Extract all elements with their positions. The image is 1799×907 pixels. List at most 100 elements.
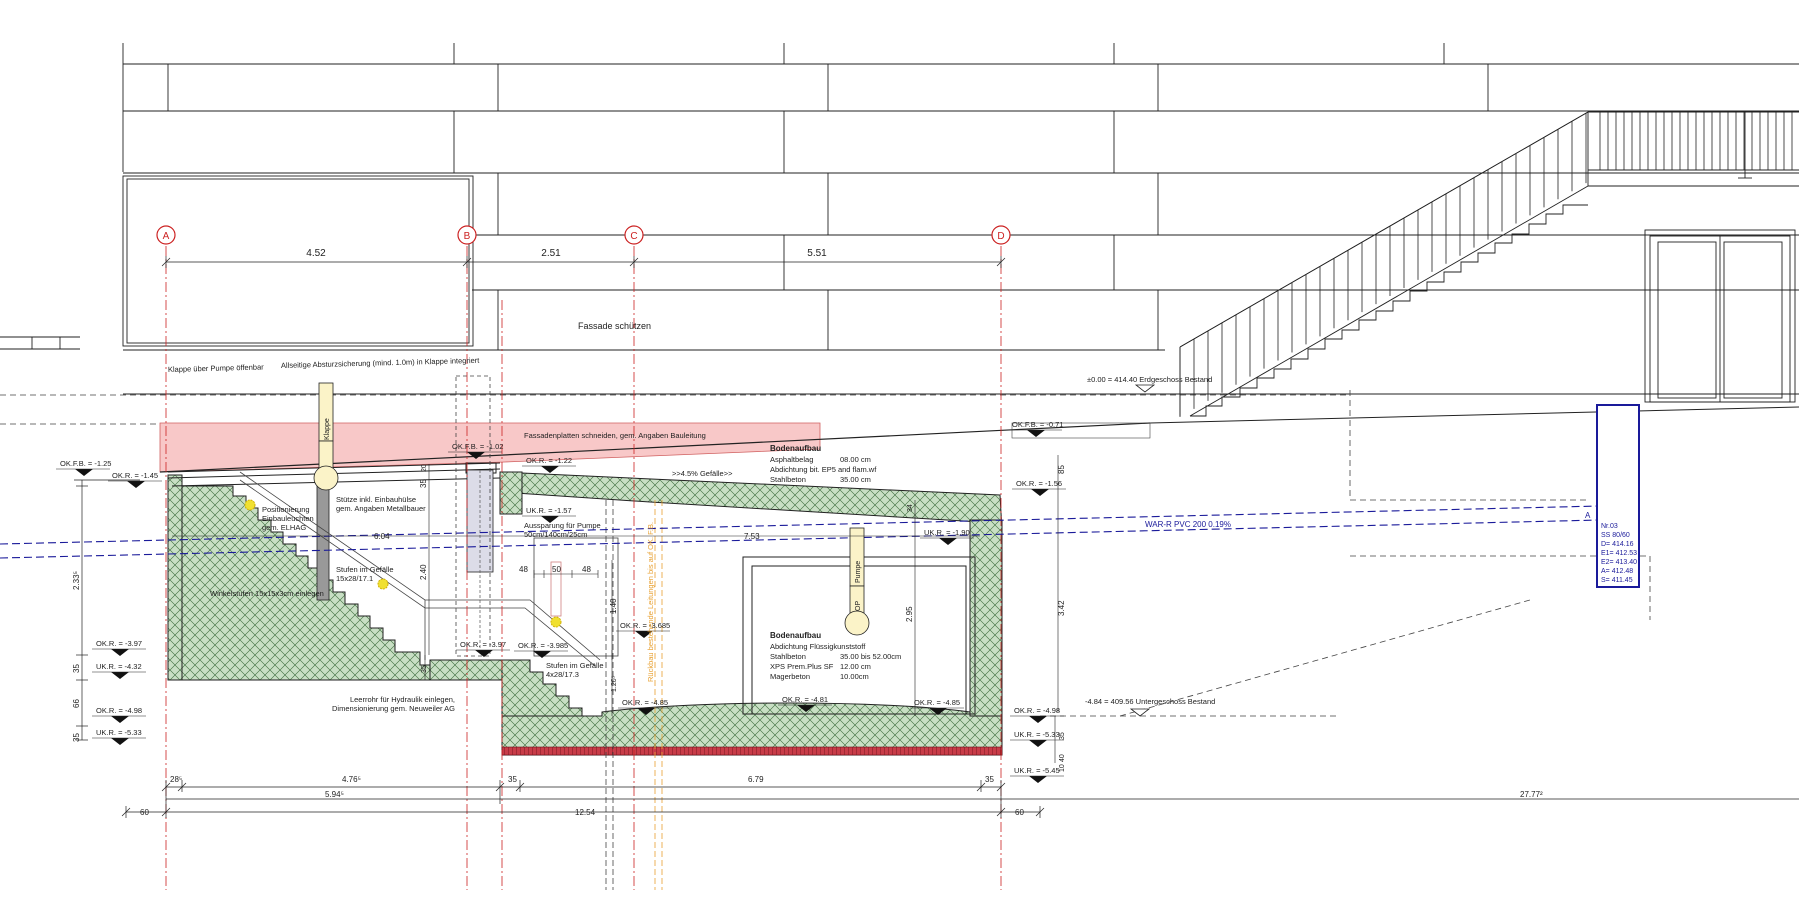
note-absturz: Allseitige Absturzsicherung (mind. 1.0m)… — [281, 356, 481, 370]
level-triangle — [111, 649, 129, 656]
bodenaufbau-layer: Abdichtung Flüssigkunststoff — [770, 642, 866, 651]
note-line: 50cm/140cm/25cm — [524, 530, 587, 539]
level-triangle — [1029, 716, 1047, 723]
level-label: OK.R. = -4.81 — [782, 695, 828, 704]
pump-column — [455, 375, 494, 657]
dimension-ab: 4.52 — [306, 248, 326, 259]
level-triangle — [541, 466, 559, 473]
dim-s35: 35 — [421, 665, 428, 673]
level-label: OK.R. = -3.97 — [460, 640, 506, 649]
note-line: gem. Angaben Metallbauer — [336, 504, 426, 513]
note-fassadenplatten: Fassadenplatten schneiden, gem. Angaben … — [524, 431, 706, 440]
note-winkelstufen: Winkelstufen 15x15x3cm einlegen — [210, 589, 324, 598]
level-triangle — [797, 705, 815, 712]
level-label: OK.F.B. = -0.71 — [1012, 420, 1063, 429]
dim-20: 20 — [421, 464, 428, 472]
dim-bottom-2777: 27.77² — [1520, 790, 1543, 799]
level-triangle — [533, 651, 551, 658]
level-triangle — [111, 716, 129, 723]
top-dimension-chain — [161, 256, 1006, 268]
bodenaufbau-layer: Stahlbeton — [770, 475, 806, 484]
note-untergeschoss: -4.84 = 409.56 Untergeschoss Bestand — [1085, 697, 1215, 706]
note-fassade: Fassade schützen — [578, 321, 651, 331]
level-triangle — [111, 672, 129, 679]
bodenaufbau-layer: Magerbeton — [770, 672, 810, 681]
level-triangle — [1134, 384, 1156, 393]
bottom-dimension-chains — [121, 780, 1799, 818]
bodenaufbau-layer: Asphaltbelag — [770, 455, 813, 464]
note-line: 4x28/17.3 — [546, 670, 579, 679]
ground-line-right — [1149, 406, 1799, 424]
pumpe-op-label: OP — [855, 601, 862, 611]
dim-35-top: 35 — [419, 479, 428, 488]
level-label: OK.F.B. = -1.02 — [452, 442, 503, 451]
level-triangle — [467, 452, 485, 459]
manhole-line: SS 80/60 — [1601, 532, 1630, 539]
level-label: OK.R. = -3.985 — [518, 641, 568, 650]
dim-bottom-28: 28⁵ — [170, 775, 182, 784]
bodenaufbau-layer: XPS Prem.Plus SF — [770, 662, 834, 671]
dim-48a: 48 — [519, 565, 528, 574]
level-triangle — [475, 650, 493, 657]
exterior-stair — [1179, 111, 1799, 417]
level-triangle — [1031, 489, 1049, 496]
bodenaufbau-layer: Abdichtung bit. EP5 and flam.wf — [770, 465, 877, 474]
dimension-cd: 5.51 — [807, 248, 827, 259]
dim-50: 50 — [552, 565, 561, 574]
level-triangle — [75, 469, 93, 476]
pumpe-tag[interactable]: Pumpe OP — [844, 527, 870, 636]
note-line: Stütze inkl. Einbauhülse — [336, 495, 416, 504]
dim-604: 6.04 — [374, 532, 390, 541]
level-triangle — [127, 481, 145, 488]
stair-railing — [1179, 111, 1793, 417]
note-line: Einbauleuchten — [262, 514, 314, 523]
axis-marker-a[interactable]: A — [156, 225, 176, 245]
bodenaufbau-title: Bodenaufbau — [770, 631, 821, 640]
axis-marker-c[interactable]: C — [624, 225, 644, 245]
dim-295: 2.95 — [905, 606, 914, 622]
level-label: UK.R. = -5.45 — [1014, 766, 1060, 775]
klappe-tag-label: Klappe — [324, 418, 331, 440]
left-vertical-dimensions — [74, 479, 140, 741]
note-line: gem. ELHAG — [262, 523, 306, 532]
level-triangle — [1029, 776, 1047, 783]
insulation-layer — [501, 746, 1003, 756]
dim-120: 1.20⁵ — [611, 675, 618, 692]
dimension-bc: 2.51 — [541, 248, 561, 259]
note-line: Stufen im Gefälle — [546, 661, 604, 670]
axis-marker-d[interactable]: D — [991, 225, 1011, 245]
level-triangle — [939, 538, 957, 545]
light-fixture-2 — [377, 578, 389, 590]
dim-bottom-1254: 12.54 — [575, 808, 596, 817]
dim-342: 3.42 — [1057, 600, 1066, 616]
note-rueckbau: Rückbau bestehende Leitungen bis auf OK.… — [646, 522, 655, 682]
level-triangle — [929, 708, 947, 715]
note-gefaelle: >>4.5% Gefälle>> — [672, 469, 733, 478]
level-label: OK.R. = -1.22 — [526, 456, 572, 465]
dim-left-66: 66 — [72, 699, 81, 708]
klappe-tag[interactable]: Klappe OP — [313, 382, 339, 491]
axis-marker-b[interactable]: B — [457, 225, 477, 245]
pump-opening — [533, 537, 619, 657]
level-triangle — [637, 708, 655, 715]
dim-bottom-35b: 35 — [985, 775, 994, 784]
pumpe-tag-label: Pumpe — [855, 561, 862, 583]
manhole-line: A= 412.48 — [1601, 568, 1633, 575]
dim-753: 7.53 — [744, 532, 760, 541]
manhole-line: E1= 412.53 — [1601, 550, 1637, 557]
ground-line-box — [1011, 422, 1151, 439]
dim-bottom-679: 6.79 — [748, 775, 764, 784]
service-pipes — [605, 500, 663, 890]
level-label: OK.F.B. = -1.25 — [60, 459, 111, 468]
level-label: OK.R. = -4.98 — [1014, 706, 1060, 715]
manhole-box[interactable] — [1596, 404, 1640, 588]
dim-left-35b: 35 — [72, 733, 81, 742]
level-label: OK.R. = -4.98 — [96, 706, 142, 715]
note-line: Dimensionierung gem. Neuweiler AG — [332, 704, 455, 713]
dim-bottom-476: 4.76⁵ — [342, 775, 361, 784]
note-line: Positionierung — [262, 505, 310, 514]
